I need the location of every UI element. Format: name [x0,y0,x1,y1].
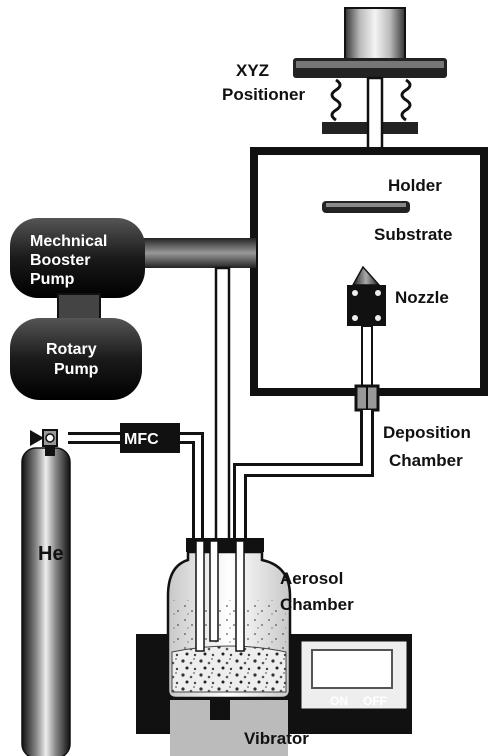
substrate-holder [322,201,410,213]
substrate-label: Substrate [374,225,452,244]
xyz-positioner-label-line2: Positioner [222,85,306,104]
booster-pump-label-line3: Pump [30,271,75,288]
deposition-chamber-label-line1: Deposition [383,423,471,442]
he-gas-line [68,432,204,546]
nozzle [347,265,386,395]
aerosol-chamber-label-line2: Chamber [280,595,354,614]
deposition-chamber-label-line2: Chamber [389,451,463,470]
booster-pump-label-line2: Booster [30,252,90,269]
chamber-valve [354,384,380,412]
rotary-pump-label-line2: Pump [54,361,99,378]
booster-pump-label-line1: Mechnical [30,233,107,250]
mfc-box [120,423,180,453]
nozzle-label: Nozzle [395,288,449,307]
he-label: He [38,543,64,565]
rotary-pump [10,318,142,400]
he-gas-cylinder [21,429,71,756]
aerosol-chamber-label-line1: Aerosol [280,569,343,588]
rotary-pump-label-line1: Rotary [46,341,97,358]
mfc-label: MFC [124,431,159,448]
off-switch-label: OFF [363,694,387,708]
vacuum-line [214,266,231,548]
pump-to-chamber-pipe [138,238,256,268]
aerosol-chamber [166,538,292,700]
aerosol-feed-line [233,410,374,546]
on-switch-label: ON [330,694,348,708]
xyz-positioner-label-line1: XYZ [236,61,269,80]
holder-label: Holder [388,176,442,195]
vibrator-label: Vibrator [244,729,309,748]
